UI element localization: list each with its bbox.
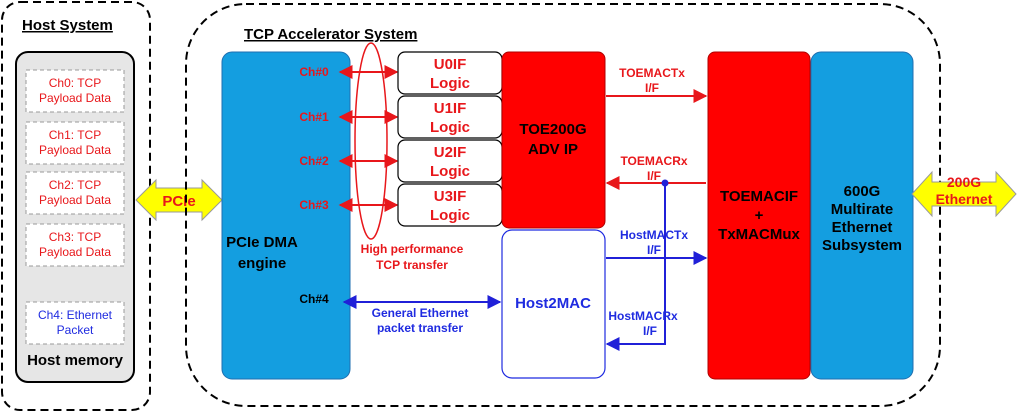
tcp-accelerator-boundary bbox=[185, 3, 941, 407]
hostmacrx-arrow bbox=[605, 183, 666, 351]
pcie-link-arrow: PCIe bbox=[135, 178, 223, 222]
ethernet-link-label: Ethernet bbox=[936, 191, 993, 207]
u3if-logic-block: U3IF Logic bbox=[397, 183, 503, 227]
svg-text:Logic: Logic bbox=[430, 75, 470, 92]
host-channel-3: Ch3: TCP Payload Data bbox=[25, 223, 125, 267]
toemactx-label: TOEMACTx bbox=[619, 66, 685, 80]
u2if-logic-block: U2IF Logic bbox=[397, 139, 503, 183]
host-memory-label: Host memory bbox=[27, 352, 124, 369]
host-system-title: Host System bbox=[22, 17, 113, 34]
svg-text:Logic: Logic bbox=[430, 163, 470, 180]
svg-text:Payload Data: Payload Data bbox=[39, 91, 111, 105]
svg-text:TxMACMux: TxMACMux bbox=[718, 226, 800, 243]
toemacrx-if-label: I/F bbox=[647, 169, 661, 183]
u1if-logic-block: U1IF Logic bbox=[397, 95, 503, 139]
svg-text:TOEMACIF: TOEMACIF bbox=[720, 188, 798, 205]
toemactx-if-label: I/F bbox=[645, 81, 659, 95]
svg-text:U2IF: U2IF bbox=[434, 144, 467, 161]
host-ethernet-channel: Ch4: Ethernet Packet bbox=[25, 301, 125, 345]
hostmacrx-label: HostMACRx bbox=[608, 309, 678, 323]
svg-text:Multirate: Multirate bbox=[831, 201, 894, 218]
dma-channel-1: Ch#1 bbox=[299, 110, 329, 124]
svg-text:Ch1: TCP: Ch1: TCP bbox=[49, 128, 101, 142]
svg-text:U0IF: U0IF bbox=[434, 56, 467, 73]
svg-text:Packet: Packet bbox=[57, 323, 94, 337]
toemacif-txmacmux-block: TOEMACIF + TxMACMux bbox=[707, 51, 811, 380]
hostmactx-if-label: I/F bbox=[647, 243, 661, 257]
svg-text:PCIe DMA: PCIe DMA bbox=[226, 234, 298, 251]
svg-text:Payload Data: Payload Data bbox=[39, 245, 111, 259]
host-system-group: Host System Ch0: TCP Payload Data Ch1: T… bbox=[1, 1, 151, 411]
svg-text:ADV IP: ADV IP bbox=[528, 141, 578, 158]
svg-text:U1IF: U1IF bbox=[434, 100, 467, 117]
svg-text:Logic: Logic bbox=[430, 119, 470, 136]
host-channel-0: Ch0: TCP Payload Data bbox=[25, 69, 125, 113]
svg-text:Ch4: Ethernet: Ch4: Ethernet bbox=[38, 308, 113, 322]
svg-text:Payload Data: Payload Data bbox=[39, 193, 111, 207]
packet-transfer-label: packet transfer bbox=[377, 321, 463, 335]
dma-channel-4: Ch#4 bbox=[299, 292, 329, 306]
pcie-dma-engine-block: PCIe DMA engine bbox=[221, 51, 351, 380]
ethernet-link-arrow: 200G Ethernet bbox=[911, 170, 1017, 218]
hostmacrx-if-label: I/F bbox=[643, 324, 657, 338]
svg-text:TOE200G: TOE200G bbox=[519, 121, 586, 138]
svg-text:Subsystem: Subsystem bbox=[822, 237, 902, 254]
pcie-label: PCIe bbox=[162, 193, 195, 210]
svg-text:600G: 600G bbox=[844, 183, 881, 200]
toe200g-adv-ip-block: TOE200G ADV IP bbox=[501, 51, 606, 229]
ethernet-subsystem-block: 600G Multirate Ethernet Subsystem bbox=[810, 51, 914, 380]
svg-text:Ethernet: Ethernet bbox=[832, 219, 893, 236]
host2mac-block: Host2MAC bbox=[501, 229, 606, 379]
svg-text:Ch3: TCP: Ch3: TCP bbox=[49, 230, 101, 244]
svg-text:Payload Data: Payload Data bbox=[39, 143, 111, 157]
toemacrx-label: TOEMACRx bbox=[620, 154, 687, 168]
hostmactx-label: HostMACTx bbox=[620, 228, 688, 242]
tcp-accelerator-title: TCP Accelerator System bbox=[244, 26, 417, 43]
host-channel-1: Ch1: TCP Payload Data bbox=[25, 121, 125, 165]
dma-channel-3: Ch#3 bbox=[299, 198, 329, 212]
svg-text:Logic: Logic bbox=[430, 207, 470, 224]
svg-text:engine: engine bbox=[238, 255, 286, 272]
svg-text:Host2MAC: Host2MAC bbox=[515, 295, 591, 312]
tcp-transfer-label: TCP transfer bbox=[376, 258, 448, 272]
u0if-logic-block: U0IF Logic bbox=[397, 51, 503, 95]
dma-channel-0: Ch#0 bbox=[299, 65, 329, 79]
tcp-transfer-ellipse bbox=[354, 42, 388, 240]
host-channel-2: Ch2: TCP Payload Data bbox=[25, 171, 125, 215]
general-ethernet-label: General Ethernet bbox=[372, 306, 469, 320]
high-performance-label: High performance bbox=[361, 242, 464, 256]
svg-text:+: + bbox=[755, 207, 764, 224]
svg-text:U3IF: U3IF bbox=[434, 188, 467, 205]
svg-text:Ch2: TCP: Ch2: TCP bbox=[49, 178, 101, 192]
ethernet-rate-label: 200G bbox=[947, 174, 981, 190]
dma-channel-2: Ch#2 bbox=[299, 154, 329, 168]
svg-text:Ch0: TCP: Ch0: TCP bbox=[49, 76, 101, 90]
